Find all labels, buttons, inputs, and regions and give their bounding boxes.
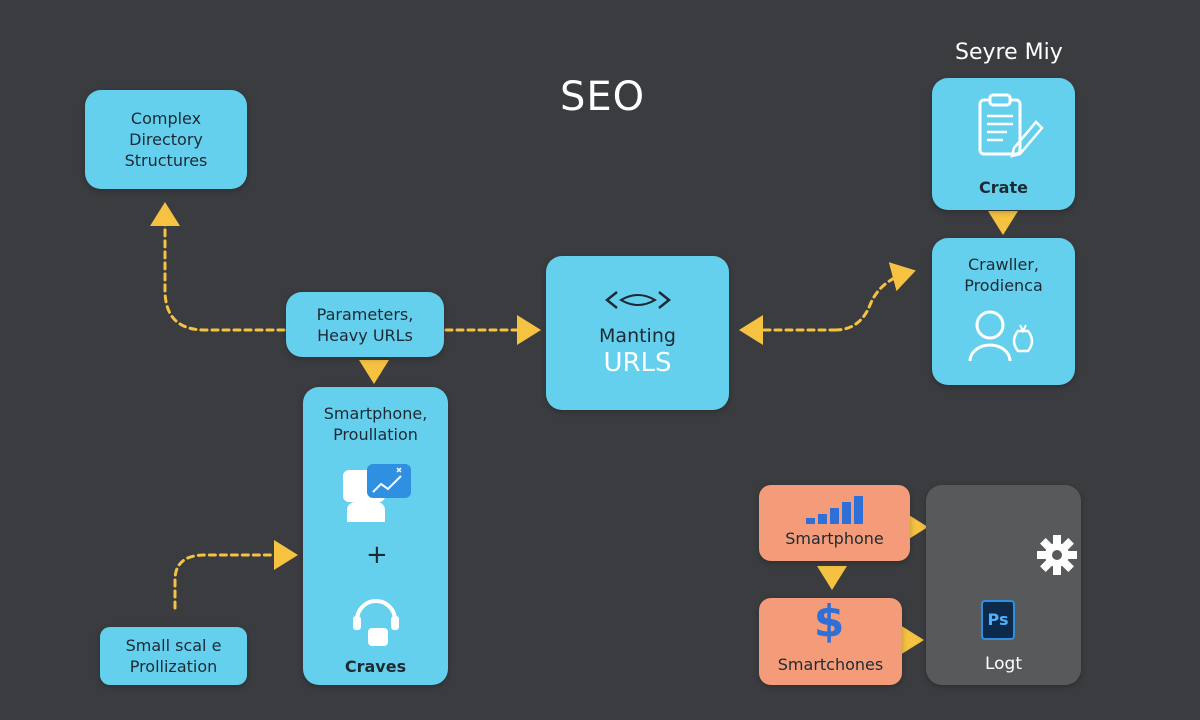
node-crawler-line-2: Prodienca — [964, 276, 1043, 295]
clipboard-pencil-icon — [978, 93, 1044, 158]
node-smartphone-pop-footer: Craves — [344, 657, 407, 676]
node-crawler[interactable]: Crawller, Prodienca — [932, 238, 1075, 385]
arrow-manting-crawler — [833, 262, 916, 332]
node-parameters-line-1: Parameters, — [316, 304, 414, 324]
person-moneybag-icon — [968, 310, 1034, 362]
arrow-small-to-smartphone-pop — [173, 540, 298, 610]
node-parameters-line-2: Heavy URLs — [317, 325, 413, 345]
node-smartchones-label: Smartchones — [777, 655, 884, 674]
gear-icon — [1037, 535, 1077, 575]
node-parameters[interactable]: Parameters, Heavy URLs — [286, 292, 444, 357]
signal-bars-icon — [806, 496, 863, 524]
node-manting-line-2: URLS — [603, 348, 672, 378]
node-logt[interactable]: Logt — [926, 485, 1081, 685]
chat-chart-icon — [343, 464, 411, 522]
plus-sign: + — [366, 540, 388, 570]
node-smartchones[interactable]: Smartchones — [759, 598, 902, 685]
photoshop-badge-icon: Ps — [981, 600, 1015, 640]
node-smartphone-pop-line-2: Proullation — [333, 425, 418, 444]
node-small-line-1: Small scal e — [125, 636, 222, 655]
node-crawler-line-1: Crawller, — [967, 255, 1040, 274]
node-crate-label: Crate — [979, 178, 1028, 197]
node-small-line-2: Prollization — [129, 657, 218, 676]
node-complex-directory[interactable]: Complex Directory Structures — [85, 90, 247, 189]
node-smartphone-pop-line-1: Smartphone, — [323, 404, 428, 423]
arrow-parameters-to-complex — [150, 202, 286, 332]
node-manting-line-1: Manting — [599, 325, 676, 347]
headset-icon — [353, 599, 399, 646]
dollar-icon: $ — [813, 596, 845, 647]
node-smartphone-population[interactable]: Smartphone, Proullation — [303, 387, 448, 685]
diagram-title: SEO — [560, 74, 646, 120]
node-smartphone-label: Smartphone — [785, 529, 884, 548]
node-complex-line-2: Directory — [129, 130, 203, 149]
node-small-scale[interactable]: Small scal e Prollization — [100, 627, 247, 685]
url-link-icon — [604, 291, 671, 309]
node-manting-urls[interactable]: Manting URLS — [546, 256, 729, 410]
node-complex-line-3: Structures — [124, 151, 208, 170]
corner-title: Seyre Miy — [955, 40, 1063, 65]
node-complex-line-1: Complex — [130, 109, 202, 128]
node-logt-label: Logt — [984, 654, 1023, 674]
